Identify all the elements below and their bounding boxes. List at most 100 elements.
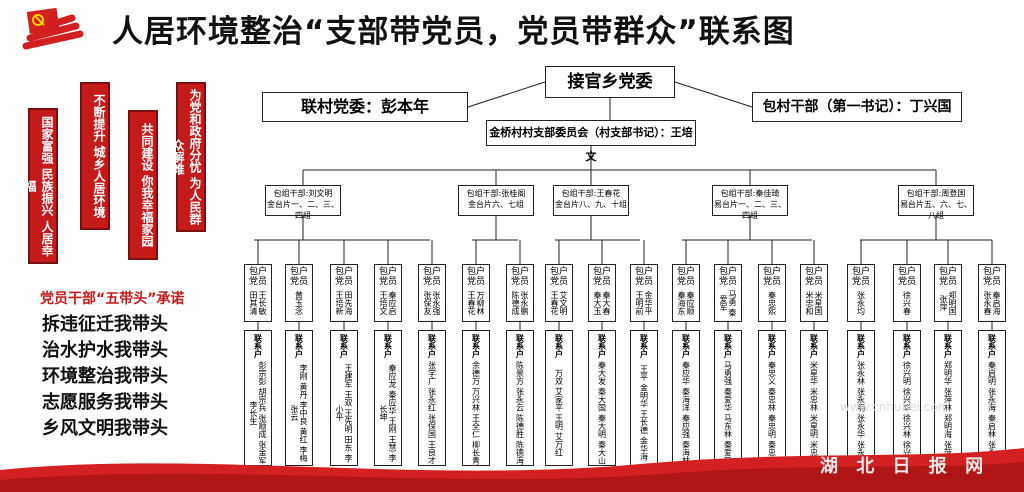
- household-member-box: 包户党员张永均: [847, 264, 875, 322]
- contact-role: 联系户: [471, 334, 481, 358]
- contact-names: 秦应华 秦海洋 秦应强 秦海林: [681, 361, 691, 465]
- root-committee-box: 接官乡党委: [545, 66, 675, 98]
- slogan-item: 环境整治我带头: [42, 366, 168, 387]
- group-box: 包组干部:王春花 金台片八、九、十组: [553, 185, 629, 216]
- group-box: 包组干部:周登国 易台片五、六、七、八组: [898, 185, 974, 220]
- member-role: 包户党员: [466, 267, 485, 287]
- contact-household-box: 联系户陈景方 张永云 陈德胜 陈德海: [506, 330, 534, 466]
- contact-names: 彭宗彭 胡宗兵 张顺成 张金军 李长生: [249, 361, 267, 465]
- household-member-box: 包户党员张永强 张保友: [418, 264, 446, 322]
- contact-role: 联系户: [554, 334, 564, 358]
- contact-names: 王平 金明华 王长德 金华海: [639, 365, 649, 461]
- contact-role: 联系户: [639, 334, 649, 358]
- member-names: 郑明国 张萍: [939, 291, 957, 315]
- contact-role: 联系户: [339, 334, 349, 358]
- group-area: 金台片一、二、三、四组: [267, 200, 339, 220]
- slogan-scroll: 国家富强 民族振兴 人居幸福: [23, 108, 58, 264]
- contact-role: 联系户: [723, 334, 733, 358]
- contact-household-box: 联系户王平 金明华 王长德 金华海: [630, 330, 658, 466]
- contact-names: 张学广 张永红 张保国 王良才: [427, 361, 437, 465]
- group-leader: 包组干部:周登国: [906, 189, 966, 198]
- member-role: 包户党员: [982, 267, 1001, 287]
- slogan-scroll: 共同建设 你我幸福家园: [128, 110, 158, 260]
- contact-names: 秦大发 秦大国 秦大明 秦大山: [597, 361, 607, 465]
- slogan-item: 治水护水我带头: [42, 340, 168, 361]
- slogan-list: 拆违征迁我带头 治水护水我带头 环境整治我带头 志愿服务我带头 乡风文明我带头: [42, 312, 168, 442]
- member-role: 包户党员: [289, 267, 308, 287]
- household-member-box: 包户党员秦大春 秦大玉: [588, 264, 616, 322]
- member-role: 包户党员: [676, 267, 695, 287]
- contact-names: 秦忠义 秦忠林 秦忠明 秦忠海: [767, 361, 777, 465]
- member-role: 包户党员: [334, 267, 353, 287]
- contact-household-box: 联系户秦应华 秦海洋 秦应强 秦海林: [672, 330, 700, 466]
- member-names: 米星国 米忠和: [805, 291, 823, 315]
- group-leader: 包组干部:刘文明: [273, 189, 333, 198]
- contact-household-box: 联系户彭宗彭 胡宗兵 张顺成 张金军 李长生: [244, 330, 272, 466]
- member-names: 王长敏 田其清: [249, 291, 267, 315]
- contact-household-box: 联系户秦应龙 秦应华 王刚 王慧 李长坤: [374, 330, 402, 466]
- contact-household-box: 联系户万双 艾家平 王明 艾万红: [545, 330, 573, 466]
- household-member-box: 包户党员金华平 王明前: [630, 264, 658, 322]
- member-role: 包户党员: [510, 267, 529, 287]
- member-names: 田先海 王培新: [335, 291, 353, 315]
- group-leader: 包组干部:张桂阁: [466, 189, 526, 198]
- member-names: 秦大春 秦大玉: [593, 291, 611, 315]
- member-role: 包户党员: [248, 267, 267, 287]
- contact-names: 秦启明 张永海 秦启林 张永山: [987, 361, 997, 465]
- household-member-box: 包户党员张永鹏 陈德成: [506, 264, 534, 322]
- household-member-box: 包户党员黄玉念: [285, 264, 313, 322]
- member-role: 包户党员: [897, 267, 916, 287]
- group-area: 易台片一、二、三、四组: [714, 200, 786, 220]
- contact-role: 联系户: [943, 334, 953, 358]
- contact-household-box: 联系户李刚 黄丹 李中良 黄红 李梅 张云: [285, 330, 313, 466]
- slogan-item: 乡风文明我带头: [42, 418, 168, 439]
- member-role: 包户党员: [804, 267, 823, 287]
- party-flag-icon: [22, 7, 90, 52]
- contact-names: 万双 艾家平 王明 艾万红: [554, 369, 564, 457]
- contact-household-box: 联系户张学广 张永红 张保国 王良才: [418, 330, 446, 466]
- contact-household-box: 联系户秦忠义 秦忠林 秦忠明 秦忠海: [758, 330, 786, 466]
- contact-household-box: 联系户秦启明 张永海 秦启林 张永山: [978, 330, 1006, 466]
- slogan-scroll: 不断提升 城乡人居环境: [80, 82, 110, 230]
- group-box: 包组干部:秦佳琦 易台片一、二、三、四组: [712, 185, 788, 220]
- household-member-box: 包户党员秦应启 王培文: [374, 264, 402, 322]
- watermark-text: 湖 北 日 报 网: [820, 456, 990, 477]
- contact-role: 联系户: [681, 334, 691, 358]
- household-member-box: 包户党员王长敏 田其清: [244, 264, 272, 322]
- contact-names: 郑明华 张萍林 郑明海 张萍国: [943, 361, 953, 465]
- household-member-box: 包户党员艾文明 王春花: [545, 264, 573, 322]
- group-area: 易台片五、六、七、八组: [900, 200, 972, 220]
- contact-household-box: 联系户马勇强 秦爱华 马东林 秦爱民: [714, 330, 742, 466]
- contact-role: 联系户: [987, 334, 997, 358]
- member-names: 张永均: [856, 291, 866, 315]
- contact-names: 王建军 王双 王先明 田东 李小平: [335, 363, 353, 463]
- scroll-text: 共同建设 你我幸福家园: [140, 122, 154, 248]
- contact-names: 米星华 米忠林 米星明 米忠国: [809, 361, 819, 465]
- member-role: 包户党员: [378, 267, 397, 287]
- scroll-text: 不断提升 城乡人居环境: [92, 93, 106, 219]
- contact-names: 秦应龙 秦应华 王刚 王慧 李长坤: [379, 363, 397, 463]
- contact-role: 联系户: [767, 334, 777, 358]
- slogan-scroll: 为党和政府分忧 为人民群众解难: [171, 82, 206, 232]
- member-role: 包户党员: [851, 267, 870, 287]
- member-names: 金华平 王明前: [635, 291, 653, 315]
- contact-names: 张永林 张永明 张永华 张永国: [856, 361, 866, 465]
- contact-role: 联系户: [253, 334, 263, 358]
- contact-names: 余德万 万兴林 王全仁 柳长青: [471, 361, 481, 465]
- group-box: 包组干部:张桂阁 金台片六、七组: [458, 185, 534, 216]
- contact-household-box: 联系户张永林 张永明 张永华 张永国: [847, 330, 875, 466]
- member-names: 马勇 秦爱军: [719, 289, 737, 317]
- liaison-right-box: 包村干部（第一书记）：丁兴国: [752, 92, 962, 122]
- slogan-item: 志愿服务我带头: [42, 392, 168, 413]
- watermark-url: www.cnhubei.com: [840, 400, 950, 414]
- member-role: 包户党员: [422, 267, 441, 287]
- contact-names: 马勇强 秦爱华 马东林 秦爱民: [723, 361, 733, 465]
- contact-role: 联系户: [809, 334, 819, 358]
- contact-role: 联系户: [597, 334, 607, 358]
- contact-role: 联系户: [902, 334, 912, 358]
- household-member-box: 包户党员秦应顺 秦海东: [672, 264, 700, 322]
- contact-role: 联系户: [427, 334, 437, 358]
- member-role: 包户党员: [634, 267, 653, 287]
- promise-highlight: “五带头”: [96, 291, 157, 307]
- group-area: 金台片六、七组: [468, 200, 524, 209]
